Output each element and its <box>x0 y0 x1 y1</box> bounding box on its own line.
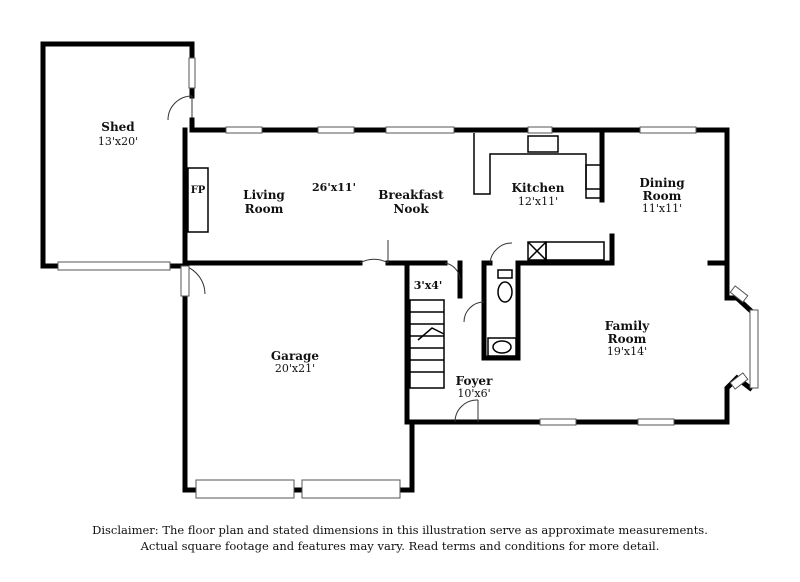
shed-window-right <box>188 57 196 89</box>
bay-windows <box>729 285 759 390</box>
disclaimer: Disclaimer: The floor plan and stated di… <box>0 522 800 554</box>
disclaimer-line-1: Disclaimer: The floor plan and stated di… <box>92 523 708 537</box>
family-room-dimensions: 19'x14' <box>607 345 647 358</box>
shed-walls <box>40 41 195 269</box>
dining-room-dimensions: 11'x11' <box>642 202 682 215</box>
breakfast-nook-label-line2: Nook <box>393 202 429 216</box>
living-room-label-line1: Living <box>243 188 285 202</box>
foyer-dimensions: 10'x6' <box>457 387 490 400</box>
toilet <box>497 269 513 303</box>
garage-label: Garage <box>271 349 320 363</box>
shed-dimensions: 13'x20' <box>98 135 138 148</box>
kitchen-dimensions: 12'x11' <box>518 195 558 208</box>
dining-room-label-line1: Dining <box>639 176 685 190</box>
stairs <box>409 299 445 389</box>
bottom-windows <box>195 418 675 499</box>
shed-door <box>167 95 193 121</box>
doors <box>180 240 513 423</box>
kitchen-label: Kitchen <box>512 181 565 195</box>
closet-dimensions: 3'x4' <box>414 279 443 292</box>
garage-dimensions: 20'x21' <box>275 362 315 375</box>
dining-room-label-line2: Room <box>643 189 682 203</box>
shed-window-bottom <box>57 261 171 271</box>
shed-label: Shed <box>101 120 135 134</box>
disclaimer-line-2: Actual square footage and features may v… <box>140 539 660 553</box>
sink <box>487 337 517 357</box>
family-room-label-line2: Room <box>608 332 647 346</box>
living-room-label-line2: Room <box>245 202 284 216</box>
breakfast-nook-label-line1: Breakfast <box>378 188 444 202</box>
fireplace-label: FP <box>191 185 206 196</box>
top-windows <box>225 126 697 134</box>
foyer-label: Foyer <box>456 374 493 388</box>
living-room-dimensions: 26'x11' <box>312 181 356 194</box>
fireplace <box>187 167 209 233</box>
family-room-label-line1: Family <box>605 319 650 333</box>
